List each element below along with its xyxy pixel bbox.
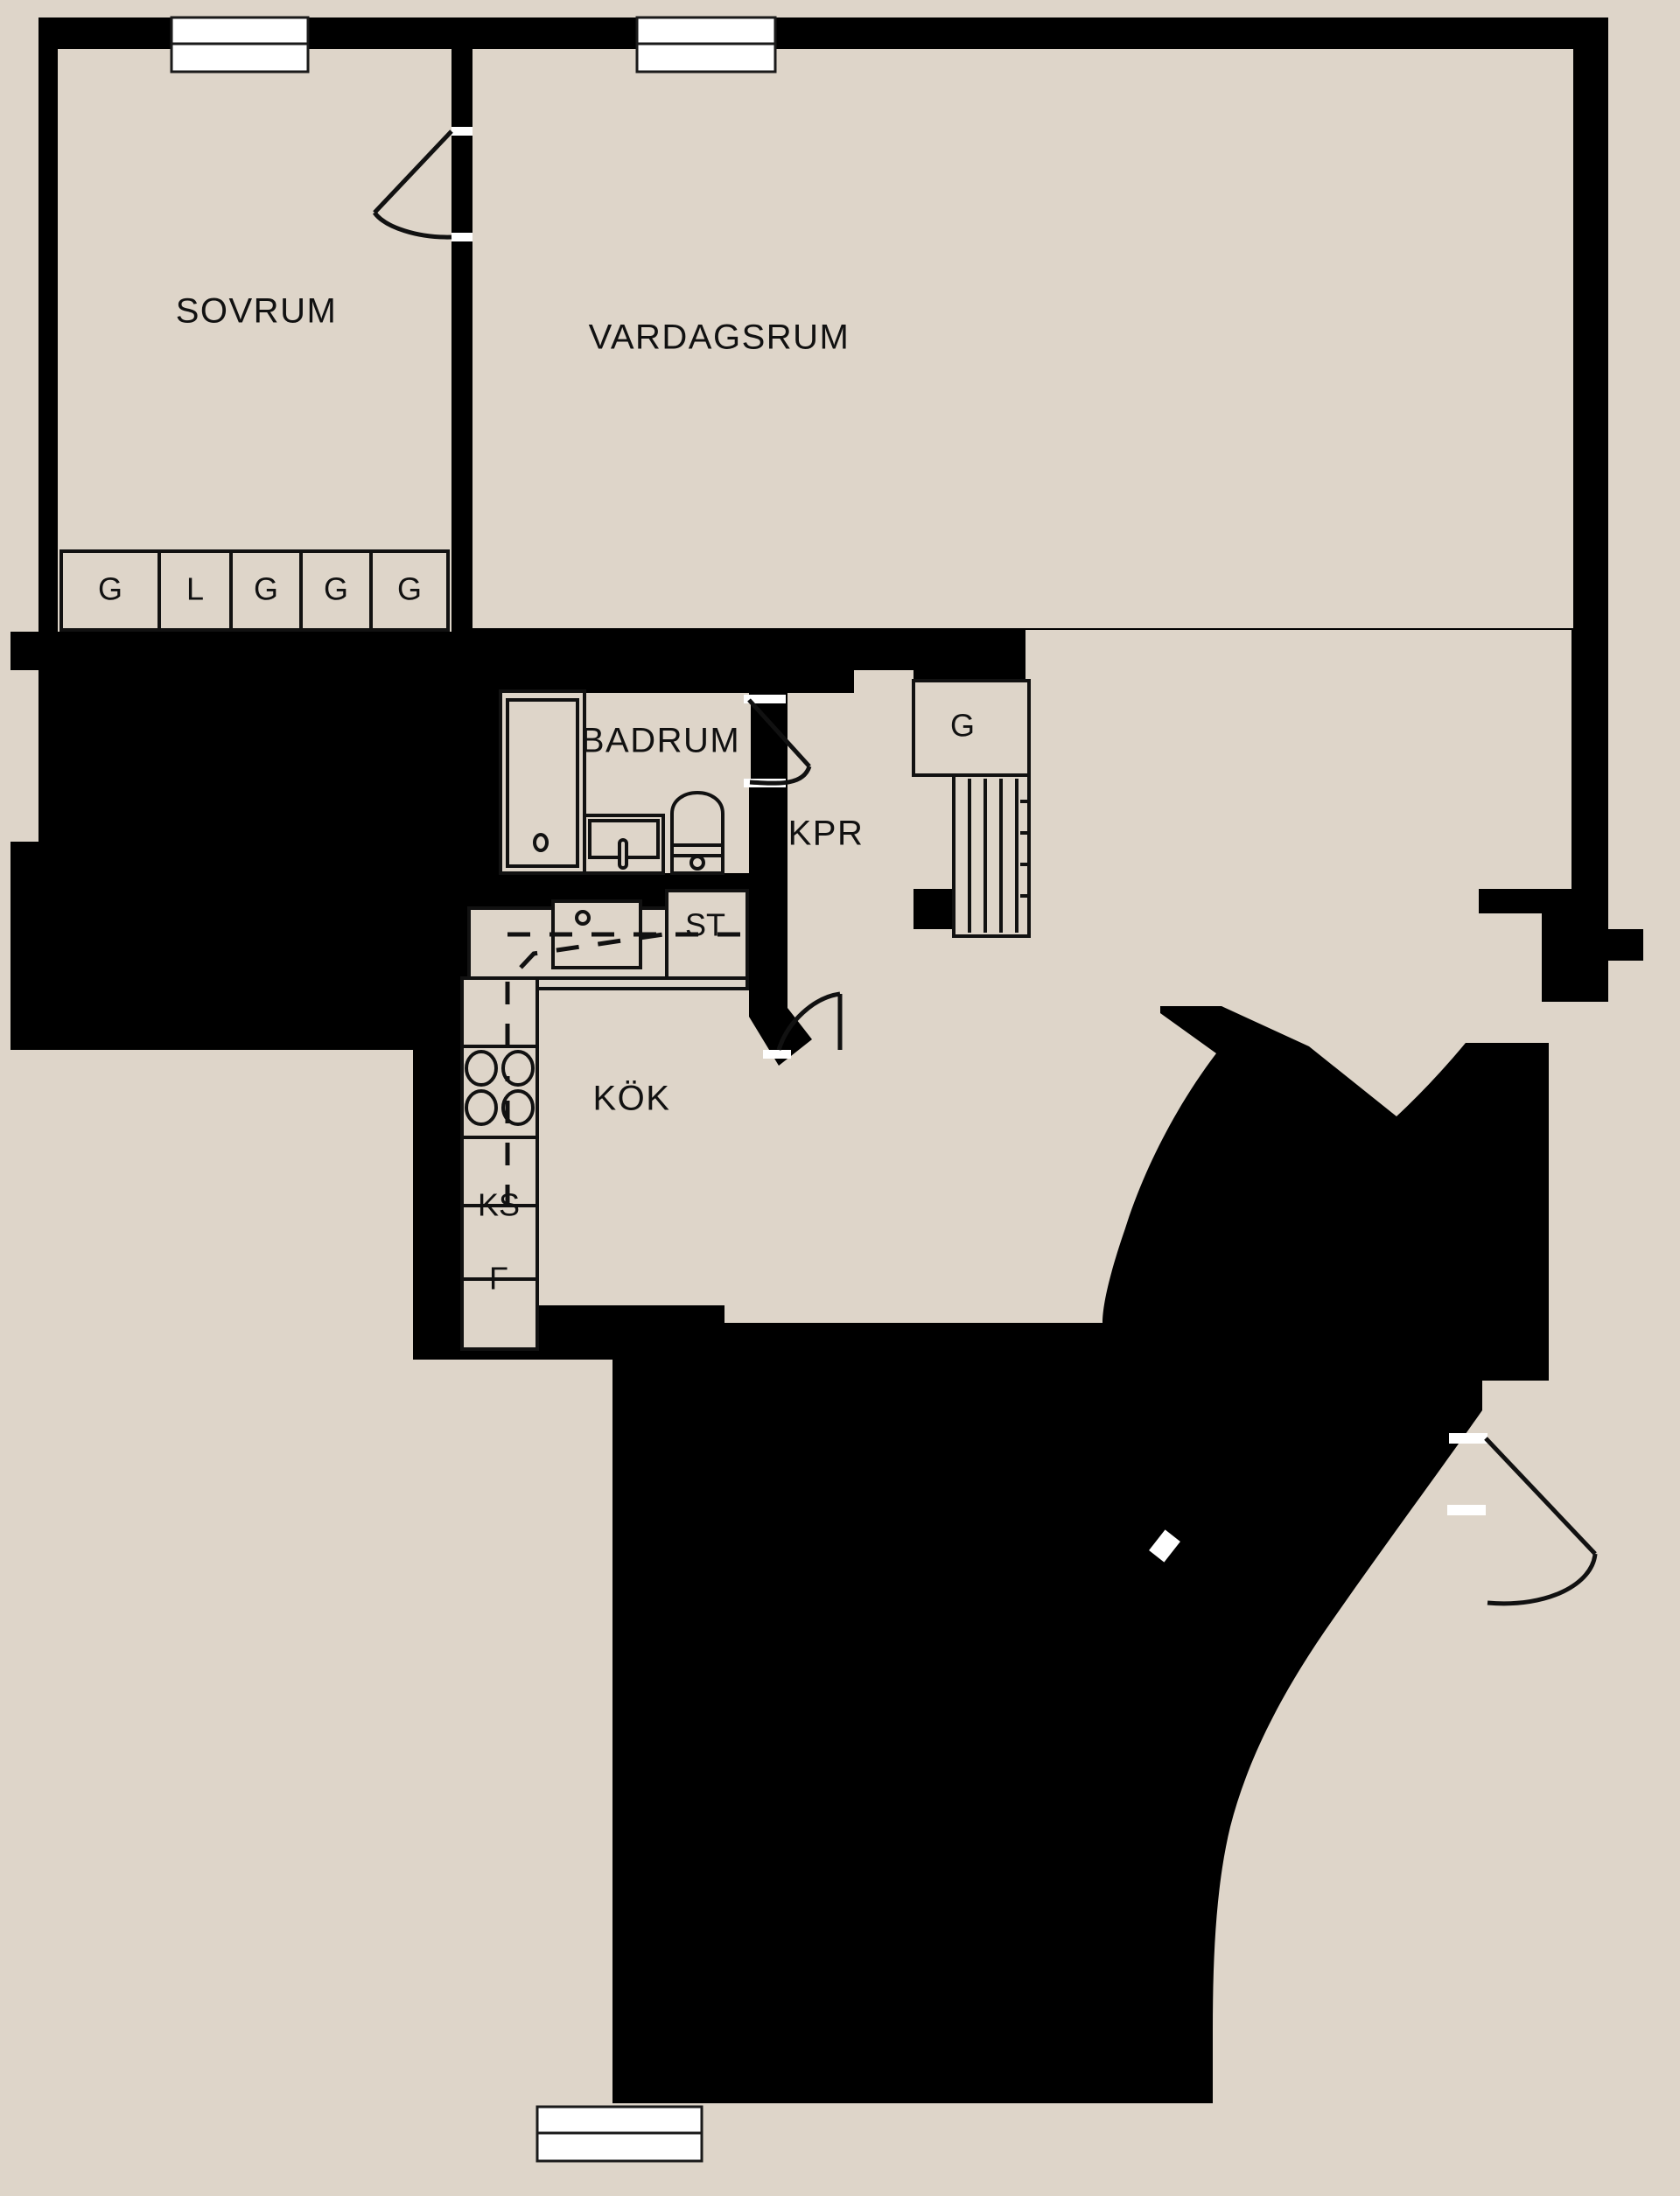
hall-closet-group: G	[912, 679, 1031, 938]
room-vardagsrum-floor	[472, 49, 1573, 628]
closet-label: L	[186, 571, 204, 607]
door-hall-inner[interactable]	[1149, 1529, 1180, 1563]
closet-cell[interactable]	[60, 549, 161, 632]
unit-f-label: F	[489, 1261, 508, 1297]
counter-blank-unit	[460, 1136, 539, 1207]
kitchen-units: ST KS F	[460, 889, 749, 1351]
wall-bath-top	[469, 651, 854, 693]
label-kpr: KPR	[788, 815, 864, 853]
door-sovrum[interactable]	[372, 127, 472, 241]
radiator-icon	[952, 773, 1031, 938]
window-kitchen-bottom	[536, 2105, 704, 2163]
label-vardagsrum: VARDAGSRUM	[589, 318, 850, 357]
wall-kitchen-bottom	[413, 1305, 724, 1360]
closet-label: G	[254, 571, 278, 607]
bedroom-closet-row: G L G G G	[60, 549, 450, 632]
wall-hall-lower-stub	[914, 889, 957, 929]
wall-hall-closet-right	[1003, 628, 1026, 682]
label-kok: KÖK	[593, 1080, 671, 1118]
hall-closet-cell[interactable]	[912, 679, 1031, 777]
room-sovrum-floor	[58, 49, 452, 551]
wall-kitchen-door-jamb	[749, 962, 812, 1066]
badrum-fixtures	[499, 689, 724, 875]
room-kok-floor	[467, 908, 1216, 1323]
stove-hob-icon	[460, 1045, 539, 1139]
window-bedroom-top	[170, 16, 310, 73]
window-livingroom-top	[635, 16, 777, 73]
shower-icon	[499, 689, 586, 875]
closet-cell[interactable]	[158, 549, 233, 632]
closet-cell[interactable]	[369, 549, 450, 632]
wall-sovrum-bot-seg	[452, 240, 472, 632]
unit-st-label: ST	[685, 907, 725, 943]
door-kok[interactable]	[763, 991, 843, 1059]
unit-ks[interactable]	[460, 1204, 539, 1281]
washbasin-icon	[583, 814, 665, 875]
toilet-icon	[670, 791, 724, 875]
counter-left-run-a	[460, 976, 539, 1052]
closet-label: G	[98, 571, 122, 607]
wall-vardagsrum-hall-stub	[819, 632, 856, 670]
closet-label: G	[397, 571, 422, 607]
closet-cell[interactable]	[229, 549, 303, 632]
unit-ks-label: KS	[478, 1187, 520, 1223]
unit-f[interactable]	[460, 1277, 539, 1351]
label-badrum: BADRUM	[581, 722, 740, 760]
hall-closet-label: G	[950, 708, 975, 744]
wall-corridor-long	[413, 651, 469, 1344]
wall-sovrum-top-seg	[452, 49, 472, 133]
door-badrum[interactable]	[744, 695, 812, 787]
label-sovrum: SOVRUM	[176, 292, 338, 331]
door-entrance[interactable]	[1447, 1433, 1598, 1606]
closet-label: G	[324, 571, 348, 607]
entry-arrow	[1566, 912, 1643, 978]
wall-hall-closet-top	[914, 630, 1024, 681]
